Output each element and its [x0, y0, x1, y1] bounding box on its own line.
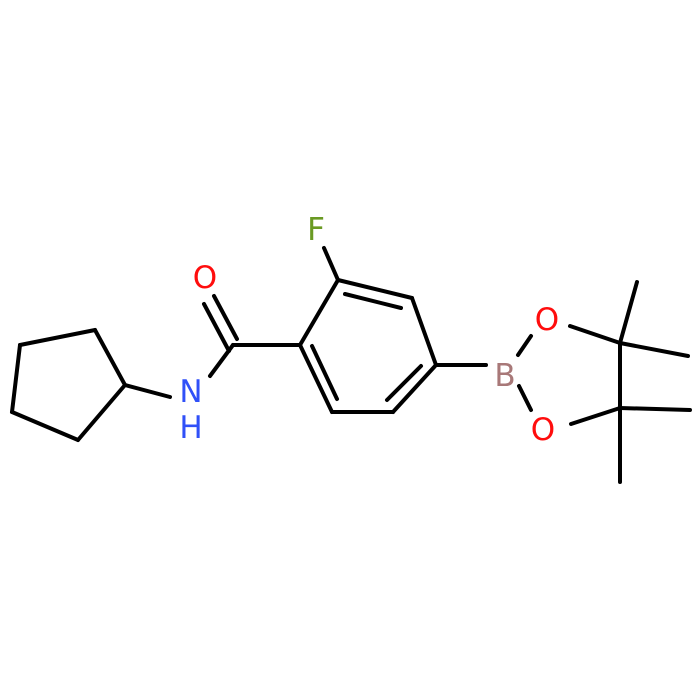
bond — [516, 334, 533, 357]
bond — [517, 384, 533, 412]
amide-nitrogen-label: N — [179, 374, 202, 410]
bond — [336, 278, 414, 300]
dioxaborolane-oxygen-bottom-label: O — [531, 412, 555, 448]
boron-label: B — [494, 358, 515, 394]
methyl-bond — [618, 406, 692, 412]
methyl-bond — [618, 341, 690, 358]
cyclopentyl-ring — [10, 328, 127, 442]
aromatic-inner-bond — [343, 292, 403, 310]
aromatic-inner-bond — [385, 364, 423, 402]
bond — [568, 324, 622, 345]
bond — [76, 383, 127, 442]
bond — [123, 383, 172, 399]
dioxaborolane-oxygen-top-label: O — [535, 302, 559, 338]
bond — [93, 328, 127, 387]
bond — [569, 406, 622, 426]
fluorine-label: F — [307, 212, 325, 248]
dioxaborolane-ring — [516, 324, 622, 426]
bond — [298, 278, 340, 347]
bond — [10, 410, 80, 442]
methyl-bond — [618, 280, 639, 345]
bond — [391, 363, 438, 414]
amide-hydrogen-label: H — [179, 410, 202, 446]
methyl-groups — [618, 280, 692, 484]
amide-group — [123, 294, 302, 399]
bond — [298, 343, 334, 414]
carbonyl-oxygen-label: O — [193, 260, 217, 296]
benzene-ring — [298, 278, 438, 414]
carbon-fluorine-bond — [322, 246, 340, 282]
bond — [18, 328, 97, 347]
carbonyl-double-bond — [212, 294, 239, 341]
bond — [10, 343, 22, 414]
carbonyl-double-bond — [202, 302, 231, 353]
bond — [410, 296, 438, 367]
aromatic-inner-bond — [310, 344, 339, 401]
